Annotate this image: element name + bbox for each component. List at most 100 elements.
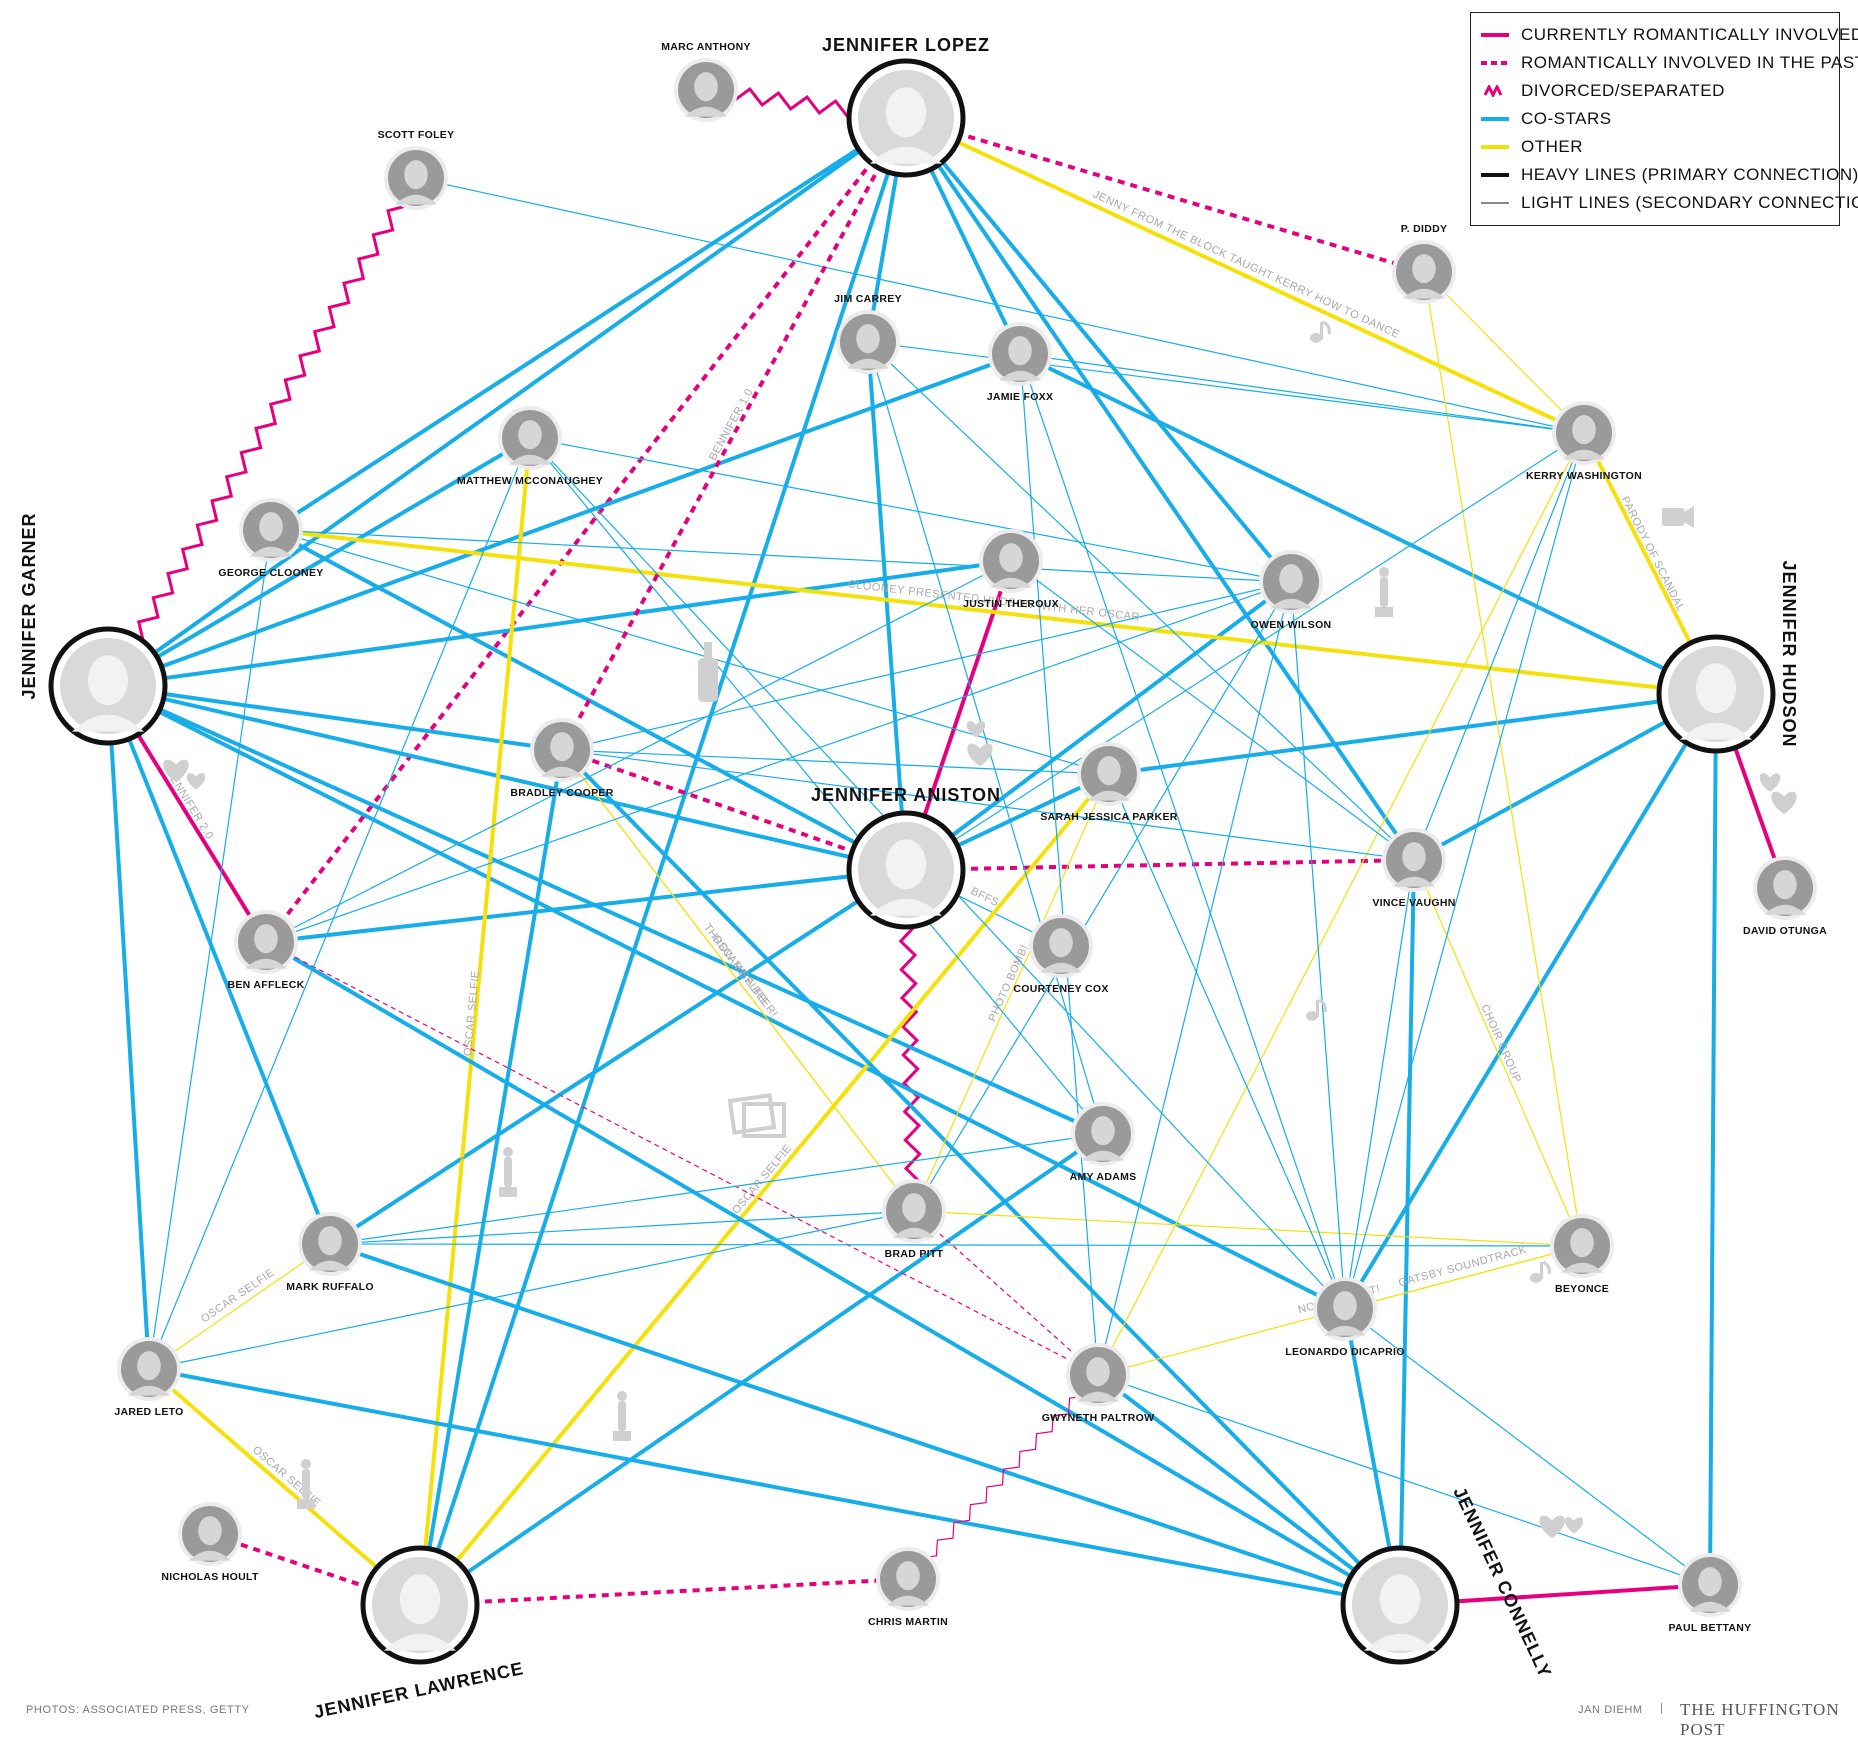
edge-pitt-beyonce bbox=[913, 1210, 1583, 1247]
person-node-bettany[interactable]: PAUL BETTANY bbox=[1669, 1553, 1752, 1634]
person-node-kerry[interactable]: KERRY WASHINGTON bbox=[1526, 401, 1642, 482]
edge-jhudson-leo bbox=[1343, 692, 1718, 1311]
person-node-carrey[interactable]: JIM CARREY bbox=[834, 293, 902, 374]
person-node-jconnelly[interactable]: JENNIFER CONNELLY bbox=[1340, 1484, 1556, 1681]
person-node-affleck[interactable]: BEN AFFLECK bbox=[228, 910, 305, 991]
heart-icon bbox=[186, 773, 206, 790]
person-node-theroux[interactable]: JUSTIN THEROUX bbox=[963, 529, 1059, 610]
connection-label: BFFS bbox=[969, 885, 1001, 909]
person-name: MARC ANTHONY bbox=[661, 41, 751, 53]
person-node-ruffalo[interactable]: MARK RUFFALO bbox=[286, 1212, 374, 1293]
edge-janiston-bcooper bbox=[561, 748, 907, 872]
shoulders-silhouette bbox=[870, 146, 942, 164]
edge-jlopez-clooney bbox=[269, 116, 908, 532]
edge-carrey-vince bbox=[867, 341, 1415, 861]
person-node-janiston[interactable]: JENNIFER ANISTON bbox=[811, 785, 1001, 930]
person-node-vince[interactable]: VINCE VAUGHN bbox=[1372, 828, 1455, 909]
person-node-leo[interactable]: LEONARDO DICAPRIO bbox=[1285, 1277, 1404, 1358]
person-node-clooney[interactable]: GEORGE CLOONEY bbox=[218, 498, 323, 579]
person-node-jlopez[interactable]: JENNIFER LOPEZ bbox=[822, 35, 990, 178]
person-node-diddy[interactable]: P. DIDDY bbox=[1392, 223, 1456, 304]
people-nodes: JENNIFER LOPEZ JENNIFER ANISTON JENNIFER G… bbox=[19, 35, 1827, 1722]
brand-logo: THE HUFFINGTON POST bbox=[1680, 1700, 1840, 1739]
edge-jlawrence-bcooper bbox=[418, 749, 564, 1606]
person-node-chris[interactable]: CHRIS MARTIN bbox=[868, 1547, 948, 1628]
legend-swatch-heavy bbox=[1481, 173, 1509, 177]
person-node-leto[interactable]: JARED LETO bbox=[114, 1337, 183, 1418]
person-name: SCOTT FOLEY bbox=[378, 129, 455, 141]
face-silhouette bbox=[518, 420, 542, 450]
edge-janiston-clooney bbox=[270, 528, 907, 872]
shoulders-silhouette bbox=[1324, 1325, 1366, 1336]
face-silhouette bbox=[1572, 415, 1596, 445]
person-node-jhudson[interactable]: JENNIFER HUDSON bbox=[1656, 560, 1799, 754]
edge-jconnelly-gwyneth bbox=[1096, 1373, 1402, 1607]
person-node-sjp[interactable]: SARAH JESSICA PARKER bbox=[1040, 742, 1177, 823]
oscar-icon bbox=[499, 1147, 517, 1197]
edge-ruffalo-leto bbox=[148, 1243, 331, 1370]
person-name: BRADLEY COOPER bbox=[510, 787, 613, 799]
edge-jconnelly-vince bbox=[1398, 859, 1416, 1606]
person-node-hoult[interactable]: NICHOLAS HOULT bbox=[161, 1502, 259, 1583]
photo-credit: PHOTOS: ASSOCIATED PRESS, GETTY bbox=[26, 1704, 250, 1716]
edge-foxx-leo bbox=[1019, 353, 1346, 1310]
legend-item-heavy: HEAVY LINES (PRIMARY CONNECTION) bbox=[1481, 161, 1858, 189]
shoulders-silhouette bbox=[990, 577, 1032, 588]
edge-jgarner-foxx bbox=[107, 352, 1021, 688]
edge-affleck-theroux bbox=[265, 560, 1012, 943]
edge-jlopez-jlawrence bbox=[418, 117, 908, 1606]
edge-janiston-carrey bbox=[866, 341, 908, 871]
edge-jhudson-foxx bbox=[1019, 352, 1717, 696]
face-silhouette bbox=[694, 72, 718, 102]
edge-owen-gwyneth bbox=[1097, 581, 1292, 1376]
person-node-foxx[interactable]: JAMIE FOXX bbox=[987, 322, 1054, 403]
edge-jconnelly-affleck bbox=[264, 940, 1402, 1607]
person-node-pitt[interactable]: BRAD PITT bbox=[882, 1179, 946, 1260]
person-node-jgarner[interactable]: JENNIFER GARNER bbox=[19, 512, 168, 746]
connection-label: CHOIR GROUP bbox=[1478, 1003, 1523, 1085]
connection-label: OSCAR SELFIE bbox=[709, 933, 771, 1009]
shoulders-silhouette bbox=[1764, 904, 1806, 915]
shoulders-silhouette bbox=[1393, 876, 1435, 887]
face-silhouette bbox=[1695, 663, 1737, 714]
connection-label: OSCAR SELFIE bbox=[199, 1267, 277, 1326]
edge-mcc-amy bbox=[529, 437, 1104, 1135]
edge-leo-bettany bbox=[1344, 1308, 1711, 1586]
face-silhouette bbox=[87, 655, 129, 706]
edge-jlopez-bcooper bbox=[560, 117, 908, 751]
edge-jhudson-clooney bbox=[270, 528, 1717, 696]
edge-clooney-owen bbox=[270, 529, 1292, 583]
person-name: DAVID OTUNGA bbox=[1743, 925, 1827, 937]
person-node-mcc[interactable]: MATTHEW MCCONAUGHEY bbox=[457, 406, 603, 487]
person-node-foley[interactable]: SCOTT FOLEY bbox=[378, 129, 455, 210]
person-name: NICHOLAS HOULT bbox=[161, 1571, 259, 1583]
edge-jgarner-theroux bbox=[107, 559, 1012, 688]
edge-owen-pitt bbox=[913, 581, 1292, 1212]
face-silhouette bbox=[137, 1351, 161, 1381]
shoulders-silhouette bbox=[189, 1550, 231, 1561]
oscar-icon bbox=[613, 1391, 631, 1441]
shoulders-silhouette bbox=[1680, 722, 1752, 740]
person-node-jlawrence[interactable]: JENNIFER LAWRENCE bbox=[312, 1545, 526, 1722]
shoulders-silhouette bbox=[509, 454, 551, 465]
edge-vince-leo bbox=[1344, 859, 1415, 1310]
face-silhouette bbox=[399, 1574, 441, 1625]
edge-jlawrence-sjp bbox=[418, 772, 1111, 1607]
person-node-amy[interactable]: AMY ADAMS bbox=[1070, 1102, 1137, 1183]
shoulders-silhouette bbox=[541, 766, 583, 777]
face-silhouette bbox=[259, 512, 283, 542]
face-silhouette bbox=[856, 324, 880, 354]
face-silhouette bbox=[1773, 870, 1797, 900]
person-node-owen[interactable]: OWEN WILSON bbox=[1251, 550, 1332, 631]
person-node-cox[interactable]: COURTENEY COX bbox=[1013, 914, 1108, 995]
shoulders-silhouette bbox=[685, 106, 727, 117]
shoulders-silhouette bbox=[384, 1633, 456, 1651]
face-silhouette bbox=[1698, 1567, 1722, 1597]
person-node-gwyneth[interactable]: GWYNETH PALTROW bbox=[1042, 1343, 1155, 1424]
face-silhouette bbox=[198, 1516, 222, 1546]
person-node-bcooper[interactable]: BRADLEY COOPER bbox=[510, 718, 613, 799]
edge-jlopez-vince bbox=[904, 116, 1416, 862]
person-node-otunga[interactable]: DAVID OTUNGA bbox=[1743, 856, 1827, 937]
person-node-marc[interactable]: MARC ANTHONY bbox=[661, 41, 751, 122]
person-node-beyonce[interactable]: BEYONCE bbox=[1550, 1214, 1614, 1295]
